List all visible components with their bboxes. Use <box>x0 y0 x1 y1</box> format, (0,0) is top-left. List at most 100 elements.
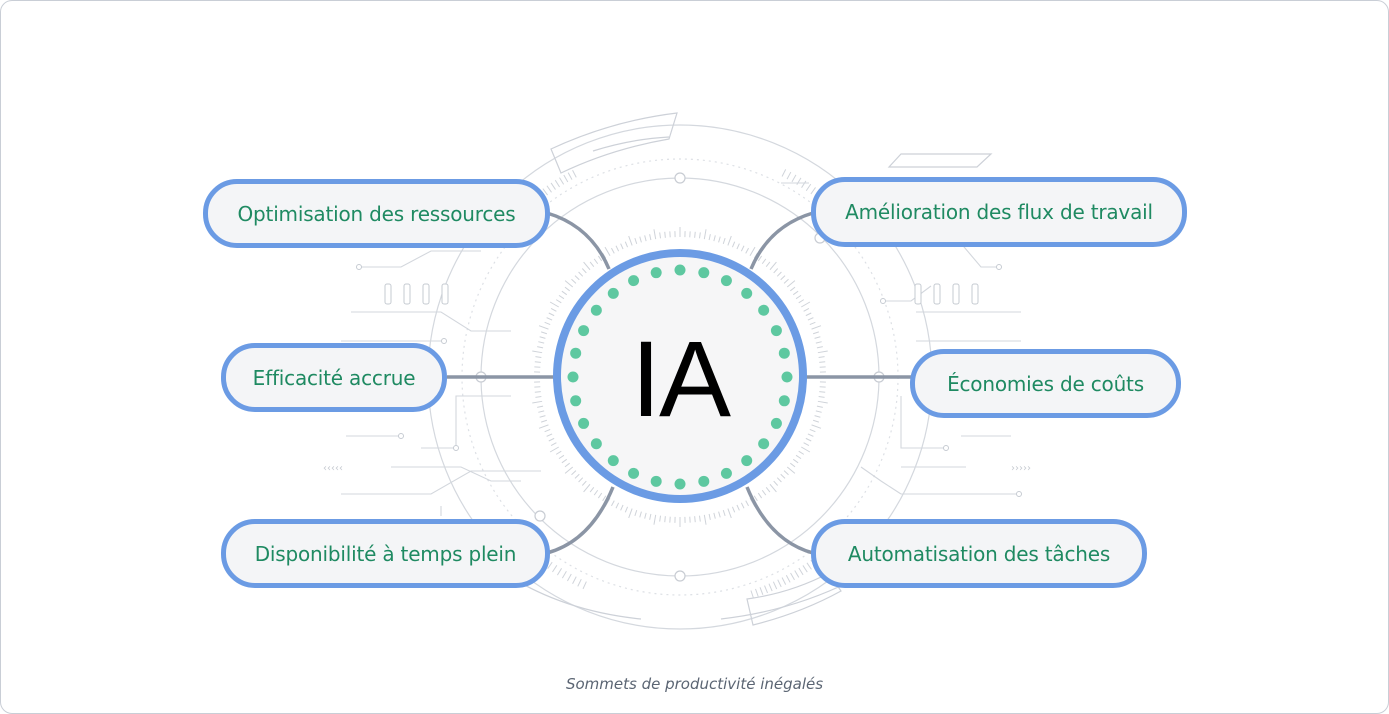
tick-mark <box>539 336 546 339</box>
tick-mark <box>694 231 696 238</box>
tick-mark <box>550 308 557 312</box>
tick-mark <box>611 500 615 507</box>
tick-mark <box>597 255 603 262</box>
hatch-line <box>785 575 791 583</box>
hatch-line <box>791 174 797 183</box>
tick-mark <box>769 483 777 493</box>
tick-mark <box>818 356 825 359</box>
tick-mark <box>593 489 599 496</box>
hatch-line <box>781 169 787 177</box>
hatch-line <box>798 567 804 576</box>
tick-mark <box>564 462 570 468</box>
tick-mark <box>749 246 756 257</box>
hatch-line <box>572 576 577 584</box>
tick-mark <box>532 350 543 354</box>
trace-endpoint <box>453 445 459 451</box>
tick-mark <box>664 516 666 523</box>
tick-mark <box>803 442 810 446</box>
tick-mark <box>583 483 591 493</box>
tick-mark <box>718 511 721 518</box>
tick-mark <box>790 286 796 292</box>
tick-mark <box>564 466 574 474</box>
hatch-line <box>768 583 773 592</box>
hatch-line <box>759 587 764 595</box>
tick-mark <box>589 487 595 493</box>
tick-mark <box>571 470 577 476</box>
hatch-line <box>547 561 553 570</box>
tick-mark <box>578 477 584 483</box>
tick-mark <box>792 458 799 464</box>
hatch-line <box>805 183 812 192</box>
diagram-caption: Sommets de productivité inégalés <box>565 675 824 693</box>
tick-mark <box>639 511 642 518</box>
tick-mark <box>535 356 542 359</box>
tick-mark <box>757 492 763 499</box>
tick-mark <box>773 268 779 274</box>
tick-mark <box>644 512 647 519</box>
hatch-line <box>542 188 548 196</box>
tick-mark <box>549 301 560 308</box>
tick-mark <box>653 514 657 525</box>
hub-label: IA <box>630 317 731 439</box>
tick-mark <box>776 477 782 483</box>
chip-marker <box>384 283 392 305</box>
tick-mark <box>815 341 822 344</box>
tick-mark <box>703 514 707 525</box>
tick-mark <box>538 410 545 413</box>
tick-mark <box>538 424 549 429</box>
tick-mark <box>811 325 822 330</box>
hatch-line <box>577 578 582 587</box>
hatch-line <box>566 573 572 582</box>
tick-mark <box>753 495 758 502</box>
hatch-line <box>755 588 759 597</box>
tick-mark <box>589 261 595 267</box>
tick-mark <box>540 419 548 423</box>
tick-mark <box>698 515 701 522</box>
tick-mark <box>780 275 786 281</box>
hatch-line <box>796 177 802 185</box>
tick-mark <box>548 312 555 317</box>
tick-mark <box>574 275 580 281</box>
tick-mark <box>814 336 821 339</box>
hatch-line <box>802 565 808 573</box>
tick-mark <box>795 454 802 460</box>
tick-mark <box>783 278 789 284</box>
hatch-line <box>561 570 567 579</box>
tick-mark <box>761 489 767 496</box>
tick-mark <box>546 433 553 437</box>
tick-mark <box>581 480 587 486</box>
tick-mark <box>722 509 726 517</box>
tick-mark <box>703 229 707 240</box>
tick-mark <box>593 258 599 265</box>
hatch-line <box>781 577 787 585</box>
tick-mark <box>597 492 603 499</box>
tick-mark <box>653 229 657 240</box>
tick-mark <box>814 415 821 418</box>
tick-mark <box>780 473 786 479</box>
svg-text:‹‹‹‹‹: ‹‹‹‹‹ <box>323 463 343 474</box>
tick-mark <box>550 442 557 446</box>
node-efficacite-accrue: Efficacité accrue <box>221 343 447 412</box>
trace-endpoint <box>356 264 362 270</box>
tick-mark <box>727 235 732 246</box>
tick-mark <box>544 428 551 433</box>
tick-mark <box>639 236 642 243</box>
tick-mark <box>776 271 782 277</box>
tick-mark <box>736 243 740 250</box>
hatch-line <box>567 172 573 180</box>
tick-mark <box>809 428 816 433</box>
chip-marker <box>952 283 960 305</box>
tick-mark <box>798 299 805 304</box>
tick-mark <box>757 255 763 262</box>
tick-mark <box>812 419 820 423</box>
tick-mark <box>574 473 580 479</box>
tick-mark <box>532 400 543 404</box>
tick-mark <box>773 480 779 486</box>
tick-mark <box>538 341 545 344</box>
tick-mark <box>534 361 541 363</box>
trace-endpoint <box>943 445 949 451</box>
chip-marker <box>933 283 941 305</box>
tick-mark <box>765 487 771 493</box>
tick-mark <box>783 470 789 476</box>
